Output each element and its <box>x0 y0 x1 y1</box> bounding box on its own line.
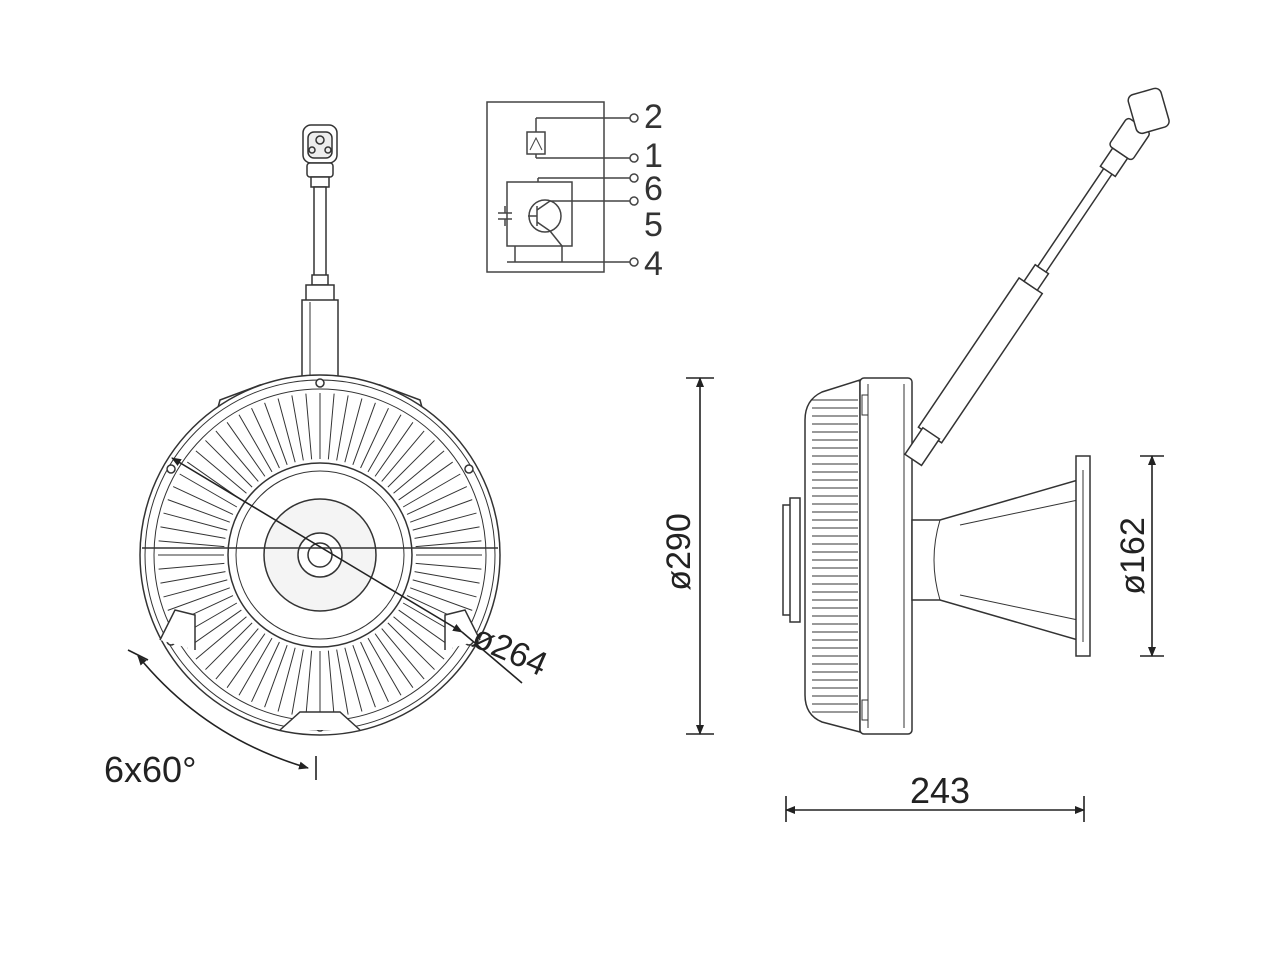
side-view <box>782 87 1170 735</box>
cable <box>313 186 327 284</box>
cooling-fin <box>352 402 376 465</box>
clutch-body <box>139 374 501 736</box>
angle-spacing-label: 6x60° <box>104 749 196 790</box>
pin-label-4: 4 <box>644 245 663 283</box>
bolt-hole <box>315 378 325 388</box>
cooling-fin <box>352 645 376 708</box>
pin-label-6: 6 <box>644 170 663 208</box>
cooling-fin <box>327 393 335 460</box>
overall-length-label: 243 <box>910 770 970 811</box>
cooling-fin <box>305 393 313 460</box>
dimension-lines <box>686 377 1164 822</box>
terminal-6 <box>629 173 639 183</box>
cooling-fin <box>291 395 304 461</box>
cooling-fin <box>367 637 402 696</box>
bolt-hole <box>464 464 474 474</box>
angle-arc <box>137 655 309 770</box>
pin-label-5: 5 <box>644 206 663 244</box>
mounting-shaft <box>911 479 1079 641</box>
cooling-fin <box>336 395 349 461</box>
cooling-fin <box>381 628 425 680</box>
terminal-1 <box>629 153 639 163</box>
diameter-264-leader <box>171 457 463 633</box>
terminal-2 <box>629 113 639 123</box>
cooling-fin <box>336 649 349 715</box>
bolt-hole <box>166 464 176 474</box>
pin-label-1: 1 <box>644 137 663 175</box>
sensor-tube-side <box>903 87 1170 467</box>
connector-plug <box>302 124 338 188</box>
transistor-block <box>506 181 573 247</box>
fin-drum <box>804 378 861 733</box>
pin-label-2: 2 <box>644 98 663 136</box>
sensor-element <box>526 131 546 155</box>
wiring-schematic <box>486 101 639 273</box>
cooling-fin <box>344 398 363 463</box>
cooling-fin <box>360 641 389 703</box>
cooling-fin <box>327 650 335 717</box>
cooling-fin <box>264 402 288 465</box>
cooling-fin <box>344 647 363 712</box>
inner-diameter-label: ø264 <box>467 618 553 684</box>
front-view <box>127 124 523 780</box>
terminal-4 <box>629 257 639 267</box>
cooling-fin <box>374 633 414 688</box>
outer-diameter-label: ø290 <box>660 513 698 591</box>
cooling-fin <box>277 398 296 463</box>
schematic-frame <box>486 101 605 273</box>
hub-diameter-label: ø162 <box>1114 517 1152 595</box>
terminal-5 <box>629 196 639 206</box>
